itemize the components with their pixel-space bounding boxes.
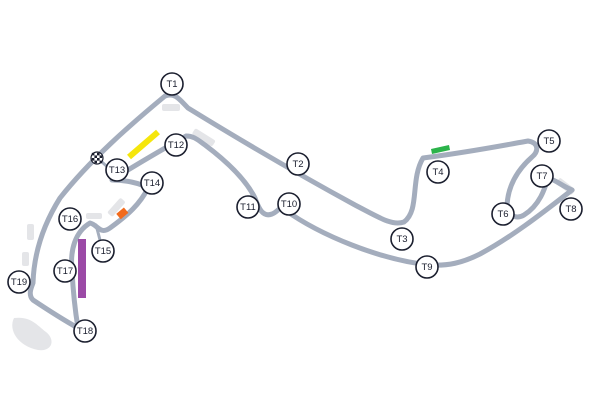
turn-marker-circle <box>530 164 554 188</box>
turn-marker-label: T13 <box>109 165 125 176</box>
turn-marker-circle <box>58 207 82 231</box>
sector-highlight-green <box>431 145 450 154</box>
turn-marker-t18: T18 <box>73 319 97 343</box>
turn-marker-circle <box>7 270 31 294</box>
turn-marker-label: T3 <box>396 234 407 245</box>
turn-marker-t13: T13 <box>105 158 129 182</box>
runoff-area-t16 <box>86 213 102 219</box>
turn-marker-circle <box>105 158 129 182</box>
sector-highlights <box>78 129 450 298</box>
turn-marker-circle <box>390 227 414 251</box>
turn-marker-t6: T6 <box>491 202 515 226</box>
turn-marker-label: T8 <box>565 204 576 215</box>
checkered-square <box>94 155 97 158</box>
turn-marker-circle <box>164 133 188 157</box>
turn-marker-t7: T7 <box>530 164 554 188</box>
runoff-area-west-1 <box>27 224 34 240</box>
turn-marker-label: T19 <box>11 277 27 288</box>
turn-marker-circle <box>73 319 97 343</box>
turn-marker-t11: T11 <box>236 195 260 219</box>
turn-marker-label: T11 <box>240 202 256 213</box>
turn-marker-circle <box>559 197 583 221</box>
runoff-area-t12 <box>192 128 216 146</box>
turn-marker-t9: T9 <box>415 255 439 279</box>
turn-marker-t16: T16 <box>58 207 82 231</box>
checkered-square <box>99 155 103 158</box>
turn-marker-label: T10 <box>281 199 297 210</box>
turn-marker-t4: T4 <box>426 160 450 184</box>
turn-marker-label: T14 <box>144 178 160 189</box>
turn-marker-t17: T17 <box>53 259 77 283</box>
turn-marker-t15: T15 <box>91 239 115 263</box>
turn-marker-circle <box>53 259 77 283</box>
turn-marker-circle <box>491 202 515 226</box>
turn-marker-t1: T1 <box>160 72 184 96</box>
checkered-square <box>97 158 100 161</box>
turn-marker-label: T1 <box>166 79 177 90</box>
turn-marker-circle <box>537 129 561 153</box>
turn-marker-t14: T14 <box>140 171 164 195</box>
runoff-area-t15 <box>107 198 125 217</box>
checkered-square <box>91 152 95 156</box>
turn-marker-t10: T10 <box>277 192 301 216</box>
turn-marker-t5: T5 <box>537 129 561 153</box>
turn-marker-circle <box>236 195 260 219</box>
checkered-square <box>99 160 103 164</box>
turn-marker-label: T17 <box>57 266 73 277</box>
runoff-area-t1 <box>162 104 180 111</box>
checkered-square <box>91 158 95 161</box>
turn-marker-t3: T3 <box>390 227 414 251</box>
turn-marker-circle <box>160 72 184 96</box>
runoff-area-hairpin <box>12 317 52 351</box>
sector-highlight-yellow <box>127 129 160 160</box>
turn-marker-circle <box>415 255 439 279</box>
checkered-square <box>97 152 100 156</box>
turn-marker-t19: T19 <box>7 270 31 294</box>
sector-highlight-purple <box>78 239 86 298</box>
checkered-square <box>94 160 97 164</box>
start-finish-marker <box>90 151 104 165</box>
turn-marker-circle <box>277 192 301 216</box>
track-path <box>27 92 575 331</box>
turn-marker-t12: T12 <box>164 133 188 157</box>
turn-marker-circle <box>426 160 450 184</box>
turn-marker-label: T18 <box>77 326 93 337</box>
checkered-flag-pattern <box>91 152 103 164</box>
turn-marker-circle <box>91 239 115 263</box>
turn-marker-t8: T8 <box>559 197 583 221</box>
turn-marker-label: T6 <box>497 209 508 220</box>
turn-marker-circle <box>140 171 164 195</box>
turn-marker-label: T16 <box>62 214 78 225</box>
turn-marker-label: T9 <box>421 262 432 273</box>
turn-marker-label: T2 <box>292 159 303 170</box>
turn-marker-label: T4 <box>432 167 443 178</box>
sector-highlight-orange <box>116 207 129 220</box>
turn-marker-label: T15 <box>95 246 111 257</box>
runoff-area-west-2 <box>22 252 29 266</box>
turn-marker-label: T5 <box>543 136 554 147</box>
turn-marker-label: T12 <box>168 140 184 151</box>
turn-marker-label: T7 <box>536 171 547 182</box>
turn-marker-t2: T2 <box>286 152 310 176</box>
turn-marker-circle <box>286 152 310 176</box>
